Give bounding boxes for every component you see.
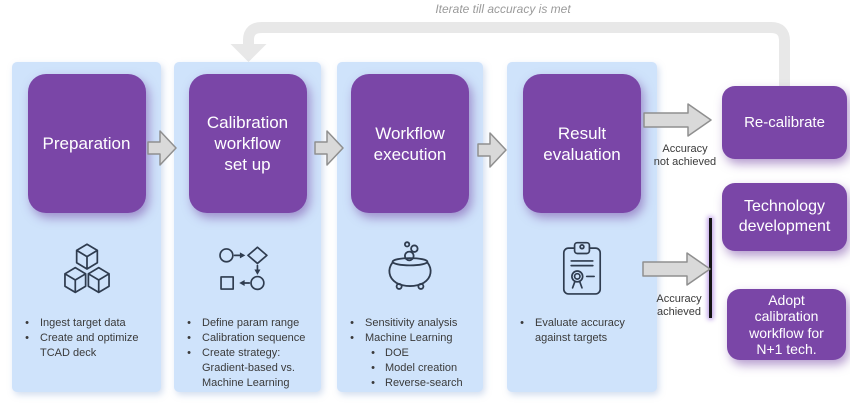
stage-bullets: • Ingest target data • Create and optimize… [12,316,159,361]
stage-title: Calibration workflow set up [206,113,289,174]
bullet-dot: • [371,362,375,374]
stage-arrow-2-icon [314,130,344,166]
accuracy-achieved-label: Accuracy achieved [656,293,702,318]
bullet-text: Create strategy: Gradient-based vs. Mach… [202,347,295,389]
bullet-dot: • [187,317,191,329]
bullet-dot: • [25,317,29,329]
bullet-dot: • [371,377,375,389]
stage-title: Preparation [42,134,131,153]
list-item: • Machine Learning [337,331,481,346]
list-item: • Create strategy: Gradient-based vs. Mac… [174,346,319,391]
accuracy-not-achieved-label: Accuracy not achieved [653,143,717,168]
stage-bullets: • Evaluate accuracy against targets [507,316,655,346]
stage-box-workflow-execution: Workflow execution [351,74,469,213]
technology-development-box: Technology development [722,183,847,251]
re-calibrate-label: Re-calibrate [744,114,825,131]
stage-column-preparation: Preparation • Ingest target data • Create … [12,62,161,392]
list-item: • Model creation [363,361,481,376]
bullet-text: Machine Learning [365,332,453,344]
list-item: • Reverse-search [363,376,481,391]
bullet-text: Ingest target data [40,317,126,329]
accuracy-achieved-arrow-icon [642,252,711,286]
list-item: • Define param range [174,316,319,331]
stage-arrow-1-icon [147,130,177,166]
bullet-dot: • [371,347,375,359]
cubes-icon [53,234,121,304]
adopt-workflow-label: Adopt calibration workflow for N+1 tech. [749,291,824,358]
stage-title: Workflow execution [373,123,447,164]
bullet-text: Evaluate accuracy against targets [535,317,625,344]
stage-column-calibration-setup: Calibration workflow set up • Define para… [174,62,321,392]
list-item: • Create and optimize TCAD deck [12,331,159,361]
branch-connector-line [709,218,712,318]
list-item: • Sensitivity analysis [337,316,481,331]
list-item: • Evaluate accuracy against targets [507,316,655,346]
bullet-dot: • [520,317,524,329]
certificate-icon [548,234,616,304]
bullet-dot: • [187,347,191,359]
iterate-label: Iterate till accuracy is met [435,2,571,16]
stage-bullets: • Define param range • Calibration sequenc… [174,316,319,391]
accuracy-not-achieved-arrow-icon [643,103,712,137]
bullet-text: Define param range [202,317,300,329]
stage-box-result-evaluation: Result evaluation [523,74,641,213]
bullet-text: Calibration sequence [202,332,306,344]
technology-development-label: Technology development [738,198,831,235]
stage-box-preparation: Preparation [27,74,146,213]
bullet-text: Create and optimize TCAD deck [40,332,139,359]
stage-bullets: •Sensitivity analysis •Machine Learning … [337,316,481,391]
bullet-dot: • [350,332,354,344]
bullet-dot: • [25,332,29,344]
bullet-text: Model creation [385,362,458,374]
stage-column-result-evaluation: Result evaluation • Evaluate accuracy aga… [507,62,657,392]
list-item: • Calibration sequence [174,331,319,346]
bullet-text: Sensitivity analysis [365,317,458,329]
bullet-dot: • [187,332,191,344]
bullet-text: Reverse-search [385,377,463,389]
stage-title: Result evaluation [543,123,621,164]
adopt-workflow-box: Adopt calibration workflow for N+1 tech. [727,289,846,360]
stage-box-calibration-setup: Calibration workflow set up [188,74,307,213]
re-calibrate-box: Re-calibrate [722,86,847,159]
bullet-text: DOE [385,347,409,359]
stage-arrow-3-icon [477,132,507,168]
list-item: • Ingest target data [12,316,159,331]
stage-column-workflow-execution: Workflow execution • Sensitivity analysis… [337,62,483,392]
flowchart-icon [214,234,282,304]
list-item: • DOE [363,346,481,361]
cauldron-icon [376,234,444,304]
bullet-dot: • [350,317,354,329]
